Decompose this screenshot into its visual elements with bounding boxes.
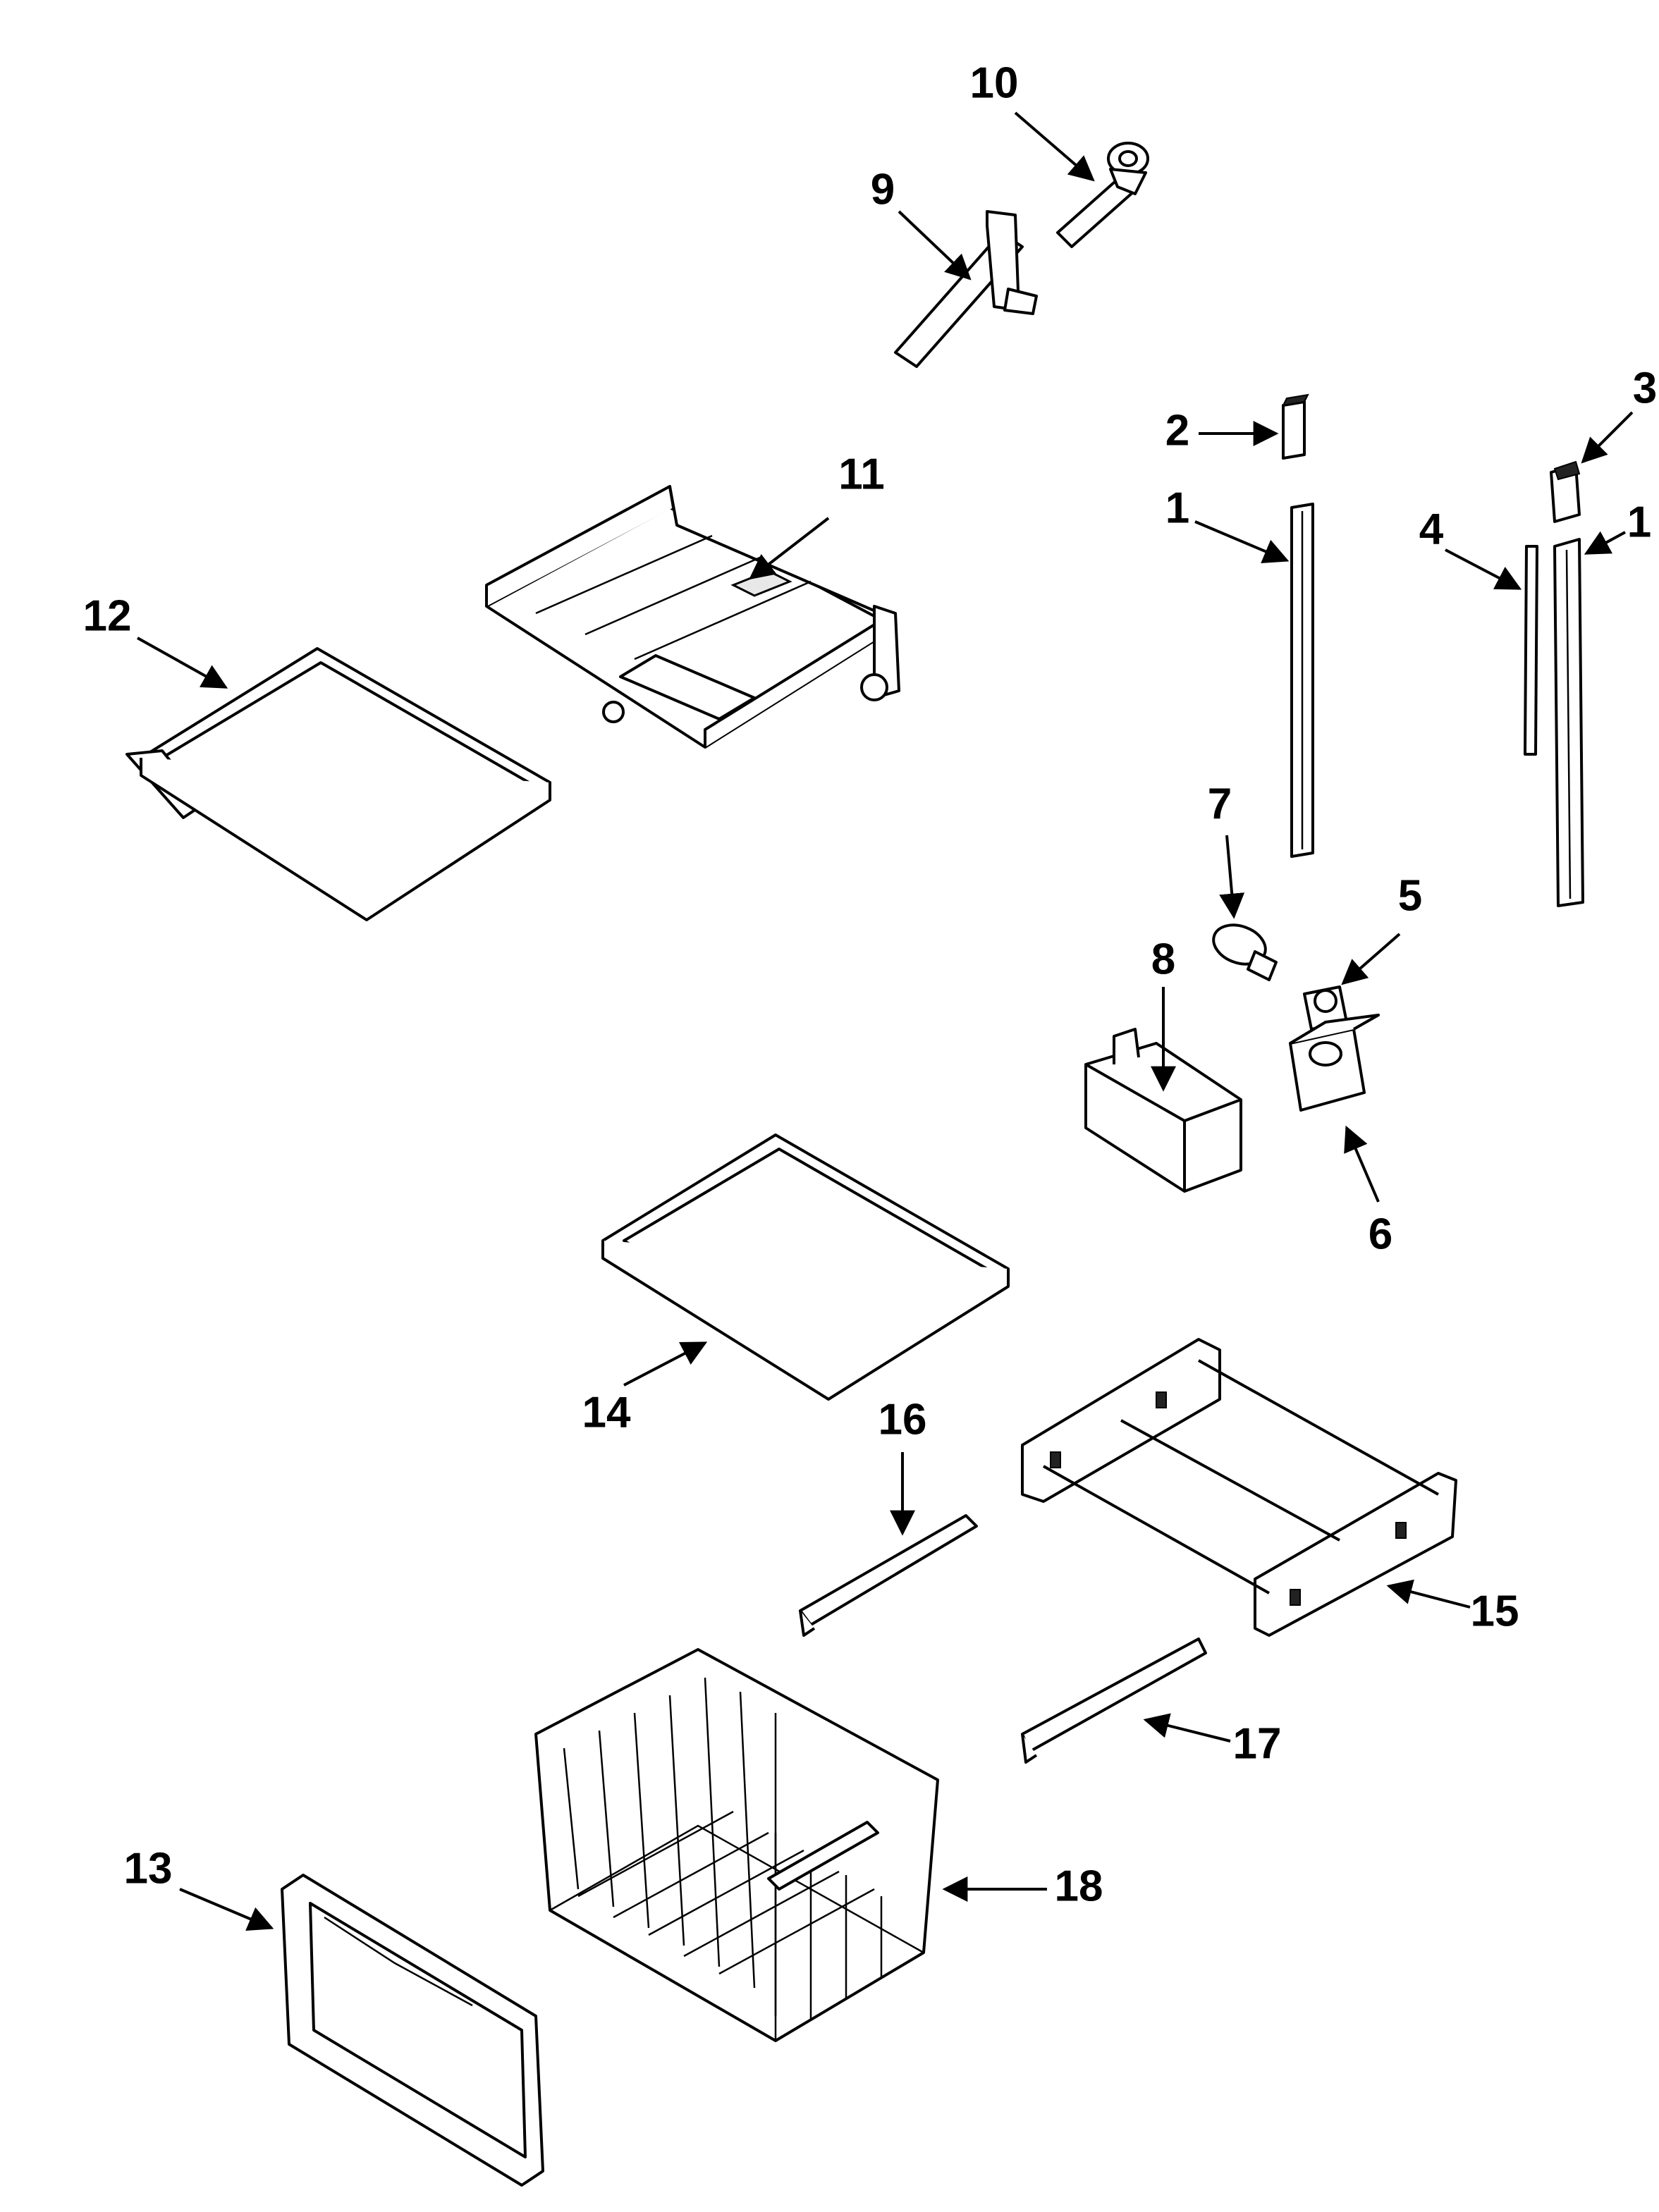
callout-label: 10 xyxy=(970,59,1019,107)
part-3-end-cap xyxy=(1550,460,1581,523)
callout-label: 1 xyxy=(1627,498,1651,546)
callout-5: 5 xyxy=(1341,871,1422,985)
part-6-housing xyxy=(1289,1014,1380,1112)
callout-label: 12 xyxy=(83,591,132,640)
callout-label: 2 xyxy=(1165,406,1189,455)
part-11-shelf-frame xyxy=(485,485,900,749)
callout-8: 8 xyxy=(1151,935,1176,1092)
callout-label: 14 xyxy=(582,1388,631,1437)
callout-6: 6 xyxy=(1344,1125,1392,1258)
callout-label: 11 xyxy=(838,450,885,498)
callout-9: 9 xyxy=(871,165,972,281)
part-12-glass-shelf xyxy=(126,647,551,921)
part-13-drawer-front xyxy=(281,1874,544,2187)
callout-2: 2 xyxy=(1165,406,1279,455)
callout-label: 16 xyxy=(879,1395,927,1444)
part-15-drawer-frame xyxy=(1021,1338,1457,1637)
part-1-rail-right xyxy=(1553,538,1584,907)
callout-17: 17 xyxy=(1143,1713,1282,1768)
callout-label: 1 xyxy=(1165,484,1189,532)
part-14-glass-shelf xyxy=(601,1133,1010,1401)
callout-1-right: 1 xyxy=(1584,498,1651,555)
callout-18: 18 xyxy=(942,1862,1103,1910)
part-9-bracket xyxy=(894,210,1038,368)
part-18-wire-basket xyxy=(534,1648,939,2042)
callout-1-left: 1 xyxy=(1165,484,1290,563)
part-1-rail-left xyxy=(1290,503,1314,858)
callout-14: 14 xyxy=(582,1341,708,1437)
part-17-slide-rail xyxy=(1021,1638,1207,1764)
part-16-slide-rail xyxy=(799,1514,978,1637)
part-2-end-cap xyxy=(1282,393,1309,460)
callout-16: 16 xyxy=(879,1395,927,1536)
callout-13: 13 xyxy=(124,1844,274,1931)
callout-label: 9 xyxy=(871,165,895,214)
callout-label: 3 xyxy=(1633,364,1657,412)
callout-label: 17 xyxy=(1233,1719,1282,1768)
callout-label: 18 xyxy=(1055,1862,1103,1910)
callout-4: 4 xyxy=(1419,505,1522,590)
part-7-light-bulb xyxy=(1212,923,1278,981)
part-8-light-cover xyxy=(1084,1028,1242,1193)
callout-label: 5 xyxy=(1398,871,1422,920)
part-10-pin xyxy=(1056,142,1149,248)
callout-label: 15 xyxy=(1471,1587,1519,1635)
callout-label: 4 xyxy=(1419,505,1444,553)
callout-15: 15 xyxy=(1386,1579,1519,1635)
part-5-socket xyxy=(1303,985,1348,1031)
callout-label: 6 xyxy=(1369,1210,1392,1258)
callout-label: 7 xyxy=(1208,780,1232,828)
part-4-rod xyxy=(1524,545,1538,756)
callout-10: 10 xyxy=(970,59,1095,182)
callout-label: 13 xyxy=(124,1844,173,1893)
callout-3: 3 xyxy=(1581,364,1657,464)
callout-label: 8 xyxy=(1151,935,1175,983)
callout-7: 7 xyxy=(1208,780,1245,919)
callout-11: 11 xyxy=(749,450,885,580)
callout-12: 12 xyxy=(83,591,228,689)
